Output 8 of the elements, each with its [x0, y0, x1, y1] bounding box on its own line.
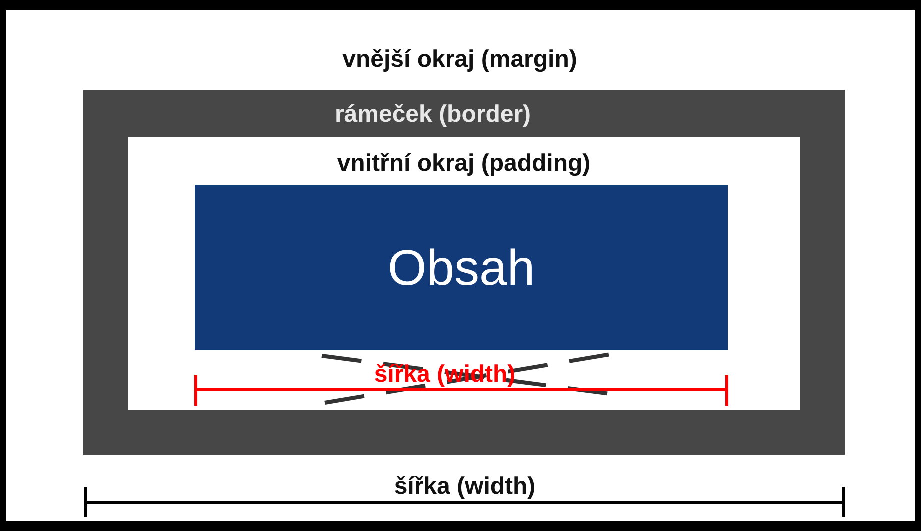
box-label: vnější okraj (margin) [342, 45, 578, 75]
content-box [195, 185, 728, 350]
padding-box [128, 137, 800, 410]
box-label: vnitřní okraj (padding) [336, 149, 592, 179]
box-label: Obsah [388, 242, 536, 292]
dimension-label: šířka (width) [393, 472, 537, 502]
border-box [83, 90, 845, 455]
box-label: rámeček (border) [334, 100, 532, 130]
